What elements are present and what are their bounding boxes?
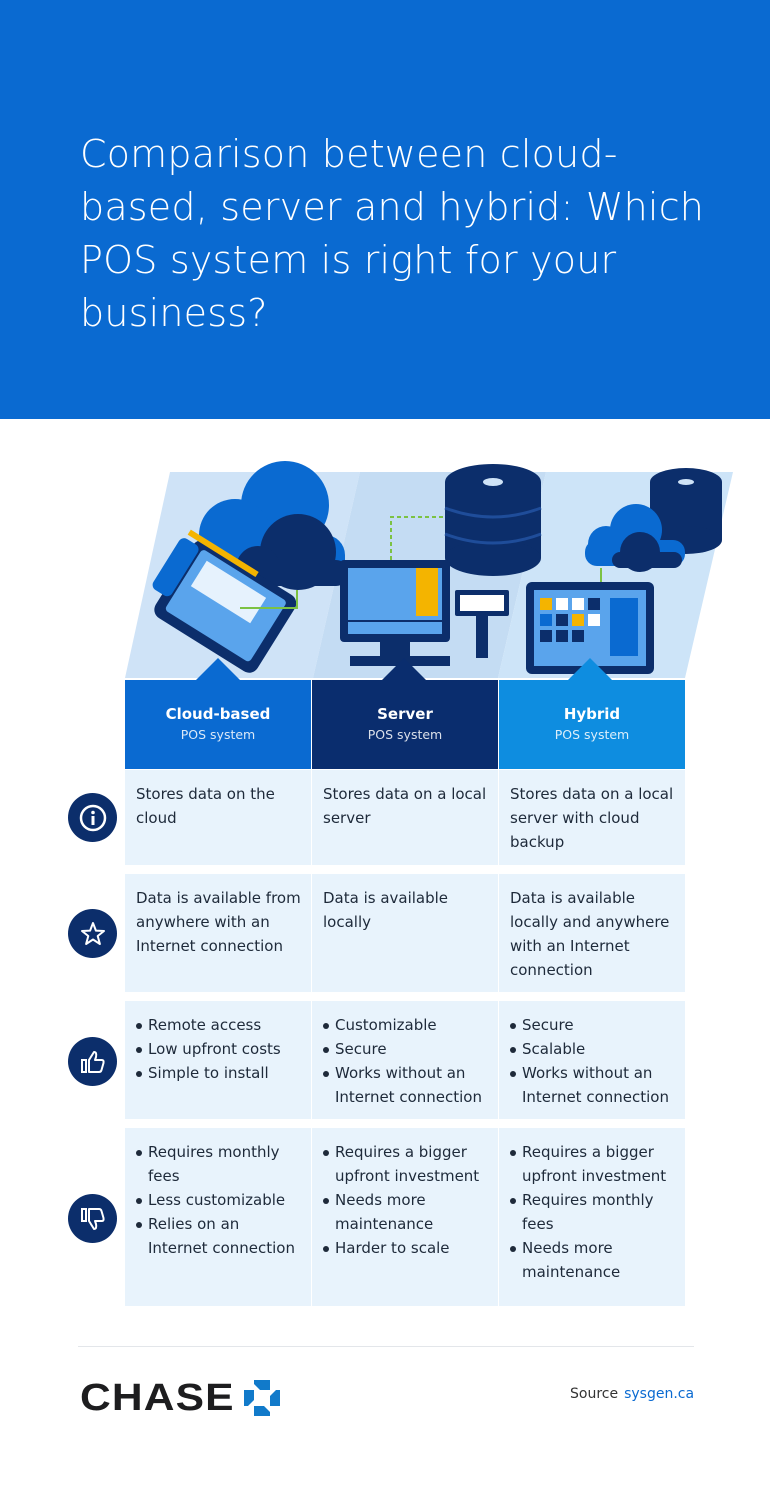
column-name: Server (377, 705, 433, 723)
cell-cons-hybrid: Requires a bigger upfront investment Req… (499, 1128, 685, 1306)
list-item: Requires a bigger upfront investment (323, 1140, 488, 1188)
column-header-server: Server POS system (312, 680, 498, 769)
list-item: Needs more maintenance (510, 1236, 675, 1284)
hybrid-database-icon (650, 468, 722, 554)
cell-pros-cloud-based: Remote access Low upfront costs Simple t… (125, 1001, 311, 1119)
footer-divider (78, 1346, 694, 1347)
column-subtitle: POS system (554, 727, 630, 742)
list-item: Needs more maintenance (323, 1188, 488, 1236)
tablet-icon (526, 582, 654, 674)
column-subtitle: POS system (367, 727, 443, 742)
thumbs-down-icon (68, 1194, 117, 1243)
database-icon (444, 464, 542, 576)
page-title: Comparison between cloud-based, server a… (80, 132, 705, 335)
cell-cons-cloud-based: Requires monthly fees Less customizable … (125, 1128, 311, 1306)
cell-availability-cloud-based: Data is available from anywhere with an … (125, 874, 311, 992)
list-item: Relies on an Internet connection (136, 1212, 301, 1260)
source-credit: Source sysgen.ca (570, 1386, 694, 1402)
cell-cons-server: Requires a bigger upfront investment Nee… (312, 1128, 498, 1306)
chase-logo: CHASE (80, 1376, 281, 1419)
list-item: Requires monthly fees (510, 1188, 675, 1236)
column-name: Hybrid (563, 705, 621, 723)
column-header-hybrid: Hybrid POS system (499, 680, 685, 769)
logo-text: CHASE (80, 1376, 235, 1419)
list-item: Secure (323, 1037, 488, 1061)
list-item: Secure (510, 1013, 675, 1037)
source-label: Source (570, 1386, 619, 1402)
pos-systems-illustration (125, 461, 733, 680)
list-item: Simple to install (136, 1061, 301, 1085)
cloud-icon (195, 461, 348, 590)
cell-storage-cloud-based: Stores data on the cloud (125, 770, 311, 865)
list-item: Low upfront costs (136, 1037, 301, 1061)
source-link[interactable]: sysgen.ca (624, 1386, 695, 1402)
list-item: Works without an Internet connection (323, 1061, 488, 1109)
cell-availability-hybrid: Data is available locally and anywhere w… (499, 874, 685, 992)
list-item: Requires a bigger upfront investment (510, 1140, 675, 1188)
cell-pros-hybrid: Secure Scalable Works without an Interne… (499, 1001, 685, 1119)
header-banner: Comparison between cloud-based, server a… (0, 0, 770, 419)
info-icon (68, 793, 117, 842)
cell-availability-server: Data is available locally (312, 874, 498, 992)
list-item: Less customizable (136, 1188, 301, 1212)
cell-pros-server: Customizable Secure Works without an Int… (312, 1001, 498, 1119)
octagon-logo-icon (244, 1380, 281, 1416)
list-item: Customizable (323, 1013, 488, 1037)
list-item: Scalable (510, 1037, 675, 1061)
thumbs-up-icon (68, 1037, 117, 1086)
monitor-icon (340, 560, 509, 666)
list-item: Remote access (136, 1013, 301, 1037)
cell-storage-server: Stores data on a local server (312, 770, 498, 865)
list-item: Harder to scale (323, 1236, 488, 1260)
list-item: Works without an Internet connection (510, 1061, 675, 1109)
column-header-cloud-based: Cloud-based POS system (125, 680, 311, 769)
column-subtitle: POS system (180, 727, 256, 742)
list-item: Requires monthly fees (136, 1140, 301, 1188)
cell-storage-hybrid: Stores data on a local server with cloud… (499, 770, 685, 865)
hybrid-cloud-icon (585, 504, 685, 572)
column-name: Cloud-based (165, 705, 271, 723)
star-icon (68, 909, 117, 958)
